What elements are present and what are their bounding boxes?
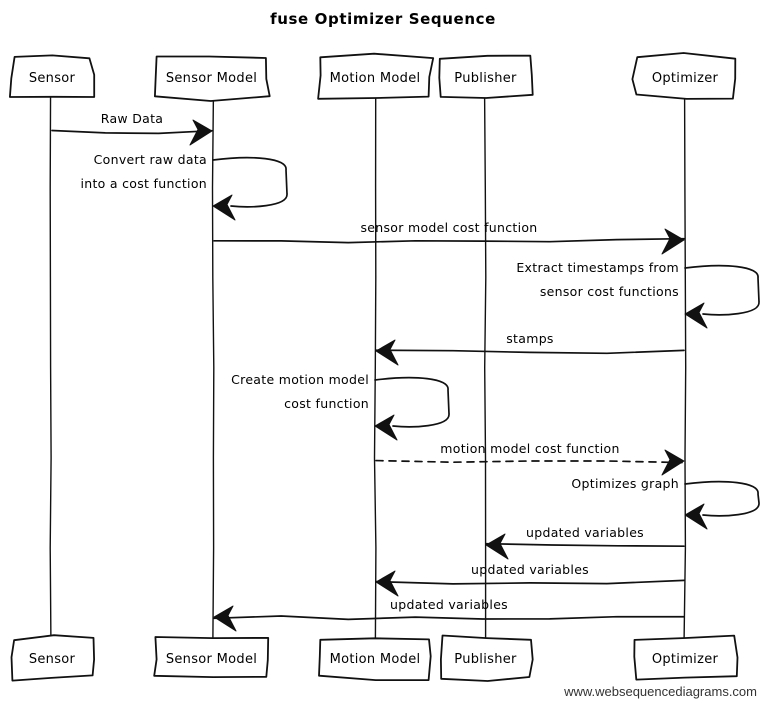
footer-credit: www.websequencediagrams.com <box>563 684 757 699</box>
message-line-9 <box>485 542 685 548</box>
arrowhead-icon-10 <box>375 570 399 597</box>
message-6-motion_model-to-motion_model[interactable]: Create motion model cost function <box>231 372 450 441</box>
participant-boxes-top: Sensor Sensor Model Motion Model Publisher O… <box>9 52 737 102</box>
message-label-1: Raw Data <box>101 111 164 126</box>
message-8-optimizer-to-optimizer[interactable]: Optimizes graph <box>571 476 760 530</box>
message-line-10 <box>375 579 685 585</box>
message-label-2-line-2: into a cost function <box>80 176 207 191</box>
message-line-5 <box>375 349 685 355</box>
message-line-self-2 <box>212 156 288 208</box>
participant-label-sensor-bottom: Sensor <box>29 652 76 667</box>
participant-publisher-top[interactable]: Publisher <box>438 54 534 99</box>
participant-label-optimizer-bottom: Optimizer <box>652 652 719 667</box>
participant-optimizer-bottom[interactable]: Optimizer <box>633 634 739 681</box>
participant-sensor_model-top[interactable]: Sensor Model <box>154 55 271 102</box>
message-line-self-6 <box>374 376 450 428</box>
participant-box-publisher-bottom <box>440 634 534 682</box>
arrowhead-icon-4 <box>684 302 708 329</box>
message-4-optimizer-to-optimizer[interactable]: Extract timestamps from sensor cost funct… <box>516 260 760 329</box>
message-line-1 <box>51 129 213 135</box>
message-label-2-line-1: Convert raw data <box>94 152 207 167</box>
message-5-optimizer-to-motion_model[interactable]: stamps <box>375 331 685 366</box>
participant-box-sensor_model-bottom <box>153 636 270 678</box>
message-line-3 <box>213 237 685 244</box>
message-10-optimizer-to-motion_model[interactable]: updated variables <box>375 562 685 597</box>
message-7-motion_model-to-optimizer[interactable]: motion model cost function <box>375 441 685 476</box>
message-2-sensor_model-to-sensor_model[interactable]: Convert raw data into a cost function <box>80 152 288 221</box>
participant-label-sensor_model-top: Sensor Model <box>166 71 257 86</box>
participant-label-optimizer-top: Optimizer <box>652 71 719 86</box>
participant-box-sensor_model-top <box>154 55 271 102</box>
message-label-6-line-2: cost function <box>284 396 369 411</box>
lifeline-publisher <box>483 96 487 638</box>
message-label-10: updated variables <box>471 562 589 577</box>
participant-box-optimizer-bottom <box>633 634 739 681</box>
lifeline-motion_model <box>373 96 377 639</box>
participant-sensor-top[interactable]: Sensor <box>9 54 96 98</box>
lifeline-sensor <box>49 96 52 639</box>
participant-label-motion_model-bottom: Motion Model <box>330 652 421 667</box>
participant-label-sensor-top: Sensor <box>29 71 76 86</box>
arrowhead-icon-5 <box>375 339 399 366</box>
participant-label-publisher-top: Publisher <box>454 71 517 86</box>
message-9-optimizer-to-publisher[interactable]: updated variables <box>485 525 685 560</box>
message-label-8-line-1: Optimizes graph <box>571 476 679 491</box>
lifeline-sensor_model <box>211 96 215 639</box>
arrowhead-icon-6 <box>374 414 398 441</box>
lifeline-optimizer <box>683 96 687 639</box>
participant-box-optimizer-top <box>631 52 737 100</box>
message-label-7: motion model cost function <box>440 441 619 456</box>
participant-motion_model-bottom[interactable]: Motion Model <box>318 637 432 681</box>
participant-motion_model-top[interactable]: Motion Model <box>317 52 435 100</box>
participant-box-sensor-top <box>9 54 96 98</box>
participant-sensor-bottom[interactable]: Sensor <box>10 634 95 682</box>
participant-box-publisher-top <box>438 54 534 99</box>
message-line-7 <box>375 459 685 464</box>
participant-label-motion_model-top: Motion Model <box>330 71 421 86</box>
diagram-title: fuse Optimizer Sequence <box>270 10 496 28</box>
arrowhead-icon-3 <box>661 228 685 255</box>
participant-label-sensor_model-bottom: Sensor Model <box>166 652 257 667</box>
message-label-11: updated variables <box>390 597 508 612</box>
lifelines-group <box>49 96 687 639</box>
message-label-3: sensor model cost function <box>360 220 537 235</box>
message-1-sensor-to-sensor_model[interactable]: Raw Data <box>51 111 213 146</box>
message-label-6-line-1: Create motion model <box>231 372 369 387</box>
participant-box-sensor-bottom <box>10 634 95 682</box>
participant-publisher-bottom[interactable]: Publisher <box>440 634 534 682</box>
message-label-4-line-2: sensor cost functions <box>540 284 679 299</box>
participant-box-motion_model-top <box>317 52 435 100</box>
message-label-4-line-1: Extract timestamps from <box>516 260 679 275</box>
arrowhead-icon-2 <box>212 194 236 221</box>
arrowhead-icon-9 <box>485 533 509 560</box>
participant-boxes-bottom: Sensor Sensor Model Motion Model Publisher O… <box>10 634 739 682</box>
arrowhead-icon-8 <box>684 503 708 530</box>
participant-box-motion_model-bottom <box>318 637 432 681</box>
arrowhead-icon-1 <box>189 119 213 146</box>
message-line-11 <box>213 615 685 621</box>
participant-label-publisher-bottom: Publisher <box>454 652 517 667</box>
message-line-self-8 <box>684 480 760 517</box>
message-11-optimizer-to-sensor_model[interactable]: updated variables <box>213 597 685 632</box>
message-label-9: updated variables <box>526 525 644 540</box>
participant-sensor_model-bottom[interactable]: Sensor Model <box>153 636 270 678</box>
arrowhead-icon-7 <box>661 449 685 476</box>
message-3-sensor_model-to-optimizer[interactable]: sensor model cost function <box>213 220 685 255</box>
participant-optimizer-top[interactable]: Optimizer <box>631 52 737 100</box>
message-line-self-4 <box>684 264 760 316</box>
arrowhead-icon-11 <box>213 605 237 632</box>
message-label-5: stamps <box>506 331 554 346</box>
